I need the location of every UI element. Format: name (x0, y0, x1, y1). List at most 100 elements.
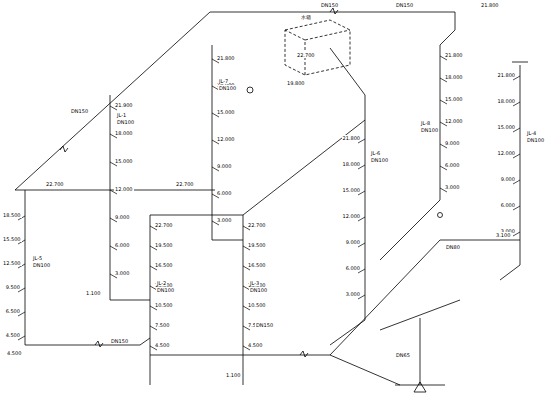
elevation-label: 9.000 (216, 163, 232, 169)
elevation-label: 22.700 (45, 181, 65, 187)
elevation-label: DN150 (110, 338, 129, 344)
elevation-label: 1.100 (225, 372, 241, 378)
elevation-label: 9.500 (5, 284, 21, 290)
elevation-label: DN100 (156, 287, 175, 293)
elevation-label: 3.000 (114, 270, 130, 276)
elevation-label: 21.800 (444, 52, 464, 58)
water-tank (285, 20, 350, 75)
elevation-label: JL-1 (116, 112, 127, 118)
riser-pipe (110, 95, 150, 300)
branch-pipe (243, 120, 365, 215)
elevation-label: 18.000 (444, 74, 464, 80)
elevation-label: DN65 (395, 352, 411, 358)
elevation-label: JL-5 (32, 255, 43, 261)
elevation-label: 22.700 (154, 222, 174, 228)
elevation-label: 15.000 (497, 124, 517, 130)
elevation-label: 1.100 (85, 290, 101, 296)
elevation-label: DN100 (249, 287, 268, 293)
elevation-label: DN150 (320, 2, 339, 8)
elevation-label: 6.500 (5, 308, 21, 314)
elevation-label: 4.500 (6, 350, 22, 356)
riser-pipe (150, 215, 243, 355)
riser-pipe (212, 45, 243, 240)
elevation-label: 22.700 (247, 222, 267, 228)
elevation-label: 3.000 (216, 217, 232, 223)
pump-symbol (414, 382, 426, 392)
elevation-label: 9.000 (345, 239, 361, 245)
inlet-pipe (150, 355, 400, 385)
main-pipe (15, 12, 455, 190)
elevation-label: 22.700 (175, 181, 195, 187)
elevation-label: 18.000 (342, 161, 362, 167)
elevation-label: 6.000 (500, 202, 516, 208)
elevation-label: 21.800 (216, 55, 236, 61)
elevation-label: 22.700 (296, 52, 316, 58)
riser-pipe (330, 120, 365, 345)
elevation-label: 4.500 (247, 342, 263, 348)
elevation-label: DN100 (370, 157, 389, 163)
tank-pipe (330, 48, 365, 120)
elevation-label: 12.000 (342, 213, 362, 219)
valve-symbol (438, 213, 443, 218)
elevation-label: 16.500 (154, 262, 174, 268)
elevation-label: 4.500 (154, 342, 170, 348)
elevation-label: 15.000 (114, 158, 134, 164)
elevation-label: 7.500 (154, 322, 170, 328)
elevation-label: DN80 (445, 244, 461, 250)
elevation-label: DN150 (255, 322, 274, 328)
elevation-label: DN100 (218, 85, 237, 91)
elevation-label: 9.000 (500, 176, 516, 182)
elevation-label: 15.500 (2, 236, 22, 242)
elevation-label: 21.800 (497, 72, 517, 78)
pump-base (395, 385, 445, 386)
elevation-label: 12.000 (444, 118, 464, 124)
elevation-label: 6.000 (216, 190, 232, 196)
elevation-label: 18.000 (497, 98, 517, 104)
elevation-label: 12.000 (114, 186, 134, 192)
branch-pipe (243, 240, 520, 355)
elevation-label: 21.800 (342, 135, 362, 141)
valve-symbol (247, 87, 253, 93)
elevation-label: 3.100 (495, 232, 511, 238)
elevation-label: DN100 (526, 137, 545, 143)
elevation-label: 19.500 (154, 242, 174, 248)
elevation-label: 6.000 (444, 162, 460, 168)
riser-pipe (25, 190, 150, 345)
elevation-label: 10.500 (154, 302, 174, 308)
elevation-label: 10.500 (247, 302, 267, 308)
riser-pipe (380, 45, 440, 260)
elevation-label: 6.000 (345, 265, 361, 271)
break-mark (60, 8, 338, 357)
elevation-label: 21.800 (480, 2, 500, 8)
inlet-pipe (380, 300, 460, 385)
elevation-label: 18.500 (2, 212, 22, 218)
elevation-label: 16.500 (247, 262, 267, 268)
elevation-label: 15.000 (216, 109, 236, 115)
elevation-label: JL-4 (526, 130, 537, 136)
elevation-label: 4.500 (5, 332, 21, 338)
elevation-label: JL-7 (218, 78, 229, 84)
elevation-label: 6.000 (114, 242, 130, 248)
elevation-label: JL-8 (420, 120, 431, 126)
elevation-label: DN100 (116, 119, 135, 125)
elevation-label: 12.000 (497, 150, 517, 156)
elevation-label: 15.000 (444, 96, 464, 102)
elevation-label: DN100 (420, 127, 439, 133)
elevation-label: 水箱 (300, 14, 312, 20)
elevation-label: JL-6 (370, 150, 381, 156)
elevation-label: 12.000 (216, 136, 236, 142)
elevation-label: 19.800 (286, 80, 306, 86)
elevation-label: 3.000 (345, 291, 361, 297)
elevation-label: JL-2 (156, 280, 167, 286)
riser-pipe (500, 62, 528, 280)
elevation-label: JL-3 (249, 280, 260, 286)
elevation-label: 12.500 (2, 260, 22, 266)
elevation-label: 21.900 (114, 102, 134, 108)
elevation-label: DN150 (395, 2, 414, 8)
elevation-label: 3.000 (444, 184, 460, 190)
elevation-label: 9.000 (114, 214, 130, 220)
elevation-label: 15.000 (342, 187, 362, 193)
elevation-label: 18.000 (114, 130, 134, 136)
